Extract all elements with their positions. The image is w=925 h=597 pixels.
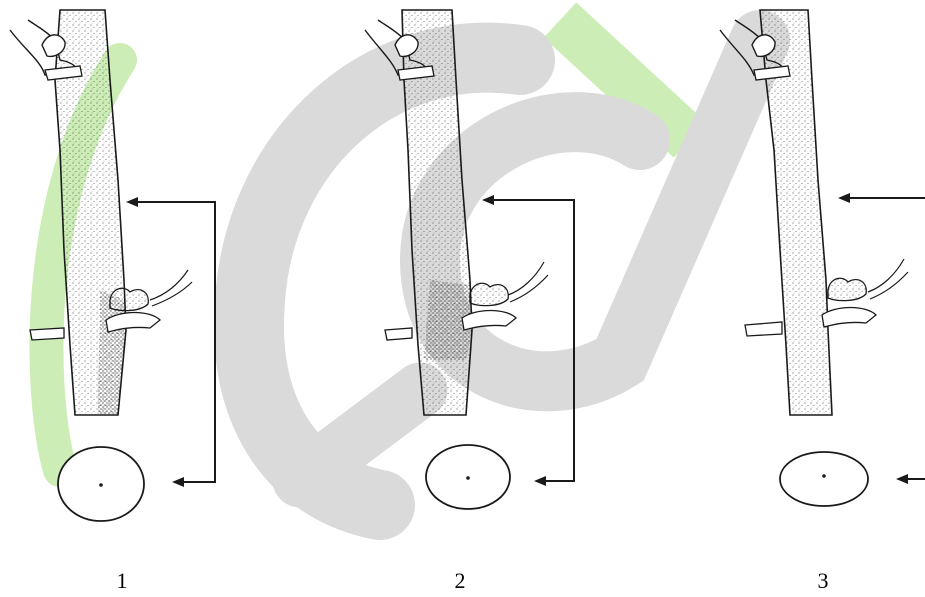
cross-section-2 bbox=[426, 445, 510, 509]
watermark-logo bbox=[46, 20, 760, 505]
pith-dot-2 bbox=[466, 476, 470, 480]
panel-label-3: 3 bbox=[803, 568, 843, 594]
panel-label-2: 2 bbox=[440, 568, 480, 594]
pith-dot-3 bbox=[822, 474, 826, 478]
watermark-gray-diag bbox=[300, 390, 420, 480]
indicator-arrow-1 bbox=[126, 197, 215, 487]
cross-section-3 bbox=[780, 452, 868, 506]
pith-dot-1 bbox=[99, 483, 103, 487]
indicator-arrow-3 bbox=[838, 193, 925, 484]
panel-label-1: 1 bbox=[102, 568, 142, 594]
cross-section-1 bbox=[58, 447, 144, 521]
